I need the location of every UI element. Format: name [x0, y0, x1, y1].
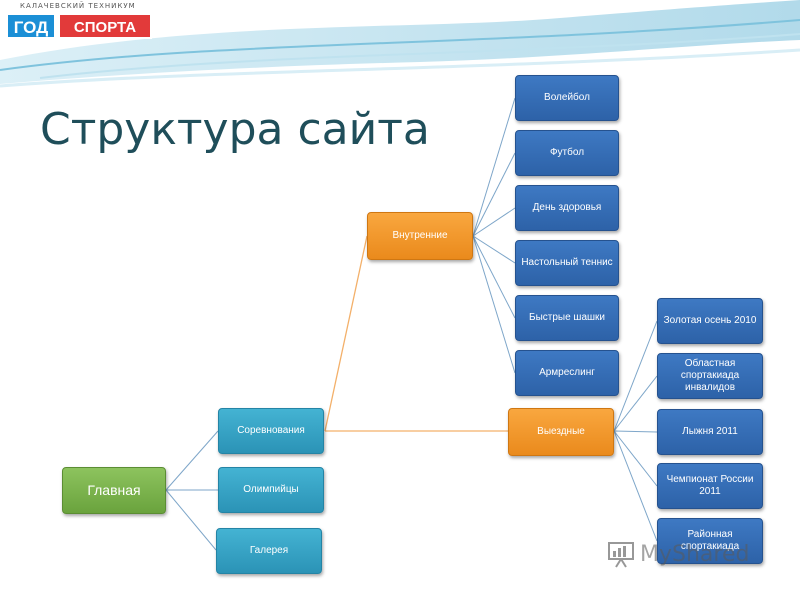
node-table-tennis[interactable]: Настольный теннис: [515, 240, 619, 286]
connector-away-ski: [613, 430, 658, 433]
logo: КАЛАЧЕВСКИЙ ТЕХНИКУМ ГОД СПОРТА: [6, 2, 152, 42]
node-district-spartakiad[interactable]: Районная спортакиада: [657, 518, 763, 564]
node-internal[interactable]: Внутренние: [367, 212, 473, 260]
logo-part-god: ГОД: [6, 13, 56, 39]
node-volleyball[interactable]: Волейбол: [515, 75, 619, 121]
header-wave-decoration: [0, 0, 800, 88]
node-fast-checkers[interactable]: Быстрые шашки: [515, 295, 619, 341]
connector-internal-armwrestling: [472, 235, 516, 374]
connector-internal-health-day: [472, 207, 516, 237]
connector-internal-football: [472, 152, 516, 237]
page-title: Структура сайта: [40, 104, 430, 155]
node-gallery[interactable]: Галерея: [216, 528, 322, 574]
node-regional-spartakiad[interactable]: Областная спортакиада инвалидов: [657, 353, 763, 399]
node-competitions[interactable]: Соревнования: [218, 408, 324, 454]
connector-away-regional: [613, 375, 658, 432]
node-away[interactable]: Выездные: [508, 408, 614, 456]
node-russia-championship[interactable]: Чемпионат России 2011: [657, 463, 763, 509]
connector-away-district: [613, 430, 658, 542]
node-ski-track[interactable]: Лыжня 2011: [657, 409, 763, 455]
presentation-board-icon: [608, 542, 634, 568]
connector-competitions-internal: [324, 235, 368, 432]
node-football[interactable]: Футбол: [515, 130, 619, 176]
watermark: MyShared: [606, 536, 766, 572]
node-health-day[interactable]: День здоровья: [515, 185, 619, 231]
connector-away-golden-autumn: [613, 320, 658, 432]
connector-away-championship: [613, 430, 658, 487]
node-main[interactable]: Главная: [62, 467, 166, 514]
node-golden-autumn[interactable]: Золотая осень 2010: [657, 298, 763, 344]
connector-root-gallery: [165, 489, 217, 551]
connector-internal-fast-checkers: [472, 235, 516, 319]
connector-root-competitions: [165, 430, 219, 491]
logo-caption: КАЛАЧЕВСКИЙ ТЕХНИКУМ: [20, 2, 136, 10]
node-armwrestling[interactable]: Армреслинг: [515, 350, 619, 396]
watermark-text: MyShared: [640, 541, 750, 567]
connector-internal-table-tennis: [472, 235, 516, 264]
node-olympians[interactable]: Олимпийцы: [218, 467, 324, 513]
logo-part-sport: СПОРТА: [58, 13, 152, 39]
connector-internal-volleyball: [472, 97, 516, 237]
